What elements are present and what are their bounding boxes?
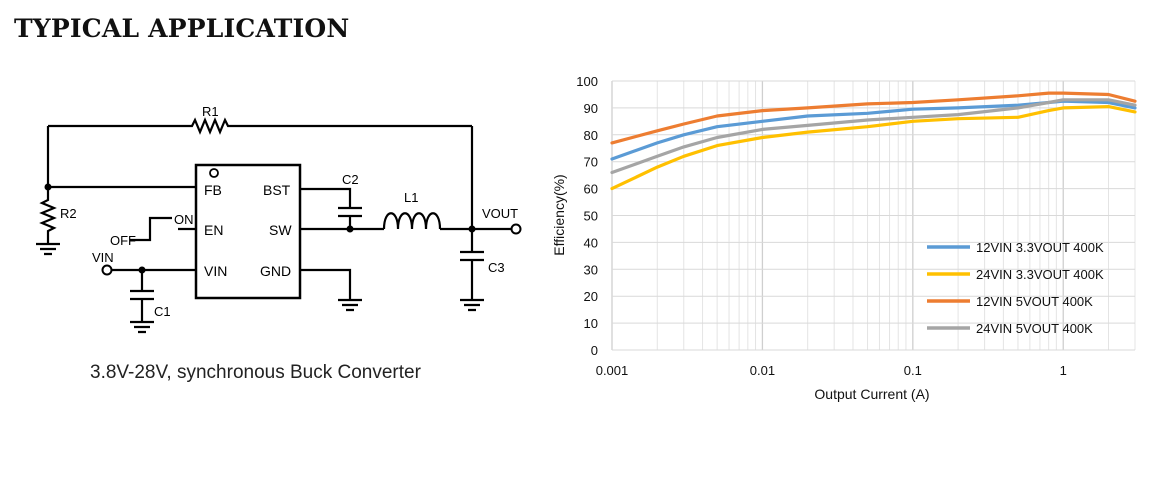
pin1-marker (209, 168, 219, 178)
legend-label: 12VIN 5VOUT 400K (976, 294, 1093, 309)
pin-en-label: EN (204, 222, 223, 238)
c3-label: C3 (488, 260, 505, 275)
pin-gnd-label: GND (260, 263, 291, 279)
gnd-symbol (300, 268, 362, 312)
r2-label: R2 (60, 206, 77, 221)
y-tick-label: 0 (591, 343, 598, 358)
y-tick-label: 10 (584, 316, 598, 331)
c1-capacitor (130, 270, 154, 334)
y-tick-label: 30 (584, 262, 598, 277)
x-axis-title: Output Current (A) (814, 386, 929, 402)
y-tick-label: 100 (576, 74, 598, 89)
vin-net-label: VIN (92, 250, 114, 265)
pin-fb-label: FB (204, 182, 222, 198)
vout-net-label: VOUT (482, 206, 518, 221)
c3-capacitor (460, 229, 484, 312)
c2-label: C2 (342, 172, 359, 187)
ic-body (194, 163, 302, 300)
legend-label: 24VIN 5VOUT 400K (976, 321, 1093, 336)
y-tick-label: 60 (584, 182, 598, 197)
l1-label: L1 (404, 190, 418, 205)
r2-resistor (36, 187, 60, 256)
page-title: TYPICAL APPLICATION (14, 14, 350, 43)
legend-label: 12VIN 3.3VOUT 400K (976, 240, 1104, 255)
y-tick-label: 70 (584, 155, 598, 170)
y-tick-label: 20 (584, 289, 598, 304)
circuit-schematic: FB EN VIN BST SW GND R1 R2 ON OFF VIN C1… (36, 104, 522, 334)
sw-junction (346, 225, 354, 233)
y-tick-label: 80 (584, 128, 598, 143)
y-tick-label: 90 (584, 101, 598, 116)
pin-sw-label: SW (269, 222, 292, 238)
en-switch (130, 216, 172, 242)
vout-terminal (510, 223, 522, 235)
en-on-label: ON (174, 212, 194, 227)
l1-inductor (382, 212, 442, 230)
series-line (610, 98, 1137, 175)
x-tick-label: 0.01 (750, 363, 775, 378)
series-line (610, 91, 1137, 145)
schematic-caption: 3.8V-28V, synchronous Buck Converter (90, 362, 421, 383)
legend-label: 24VIN 3.3VOUT 400K (976, 267, 1104, 282)
x-tick-label: 1 (1060, 363, 1067, 378)
r1-label: R1 (202, 104, 219, 119)
y-tick-label: 50 (584, 209, 598, 224)
x-tick-label: 0.1 (904, 363, 922, 378)
en-off-label: OFF (110, 233, 136, 248)
y-tick-label: 40 (584, 235, 598, 250)
r1-resistor (48, 117, 472, 135)
y-axis-title: Efficiency(%) (551, 174, 567, 255)
series-line (610, 104, 1137, 191)
x-tick-label: 0.001 (596, 363, 629, 378)
pin-vin-label: VIN (204, 263, 227, 279)
c1-label: C1 (154, 304, 171, 319)
vin-terminal (101, 264, 113, 276)
pin-bst-label: BST (263, 182, 291, 198)
c2-capacitor (300, 187, 362, 229)
